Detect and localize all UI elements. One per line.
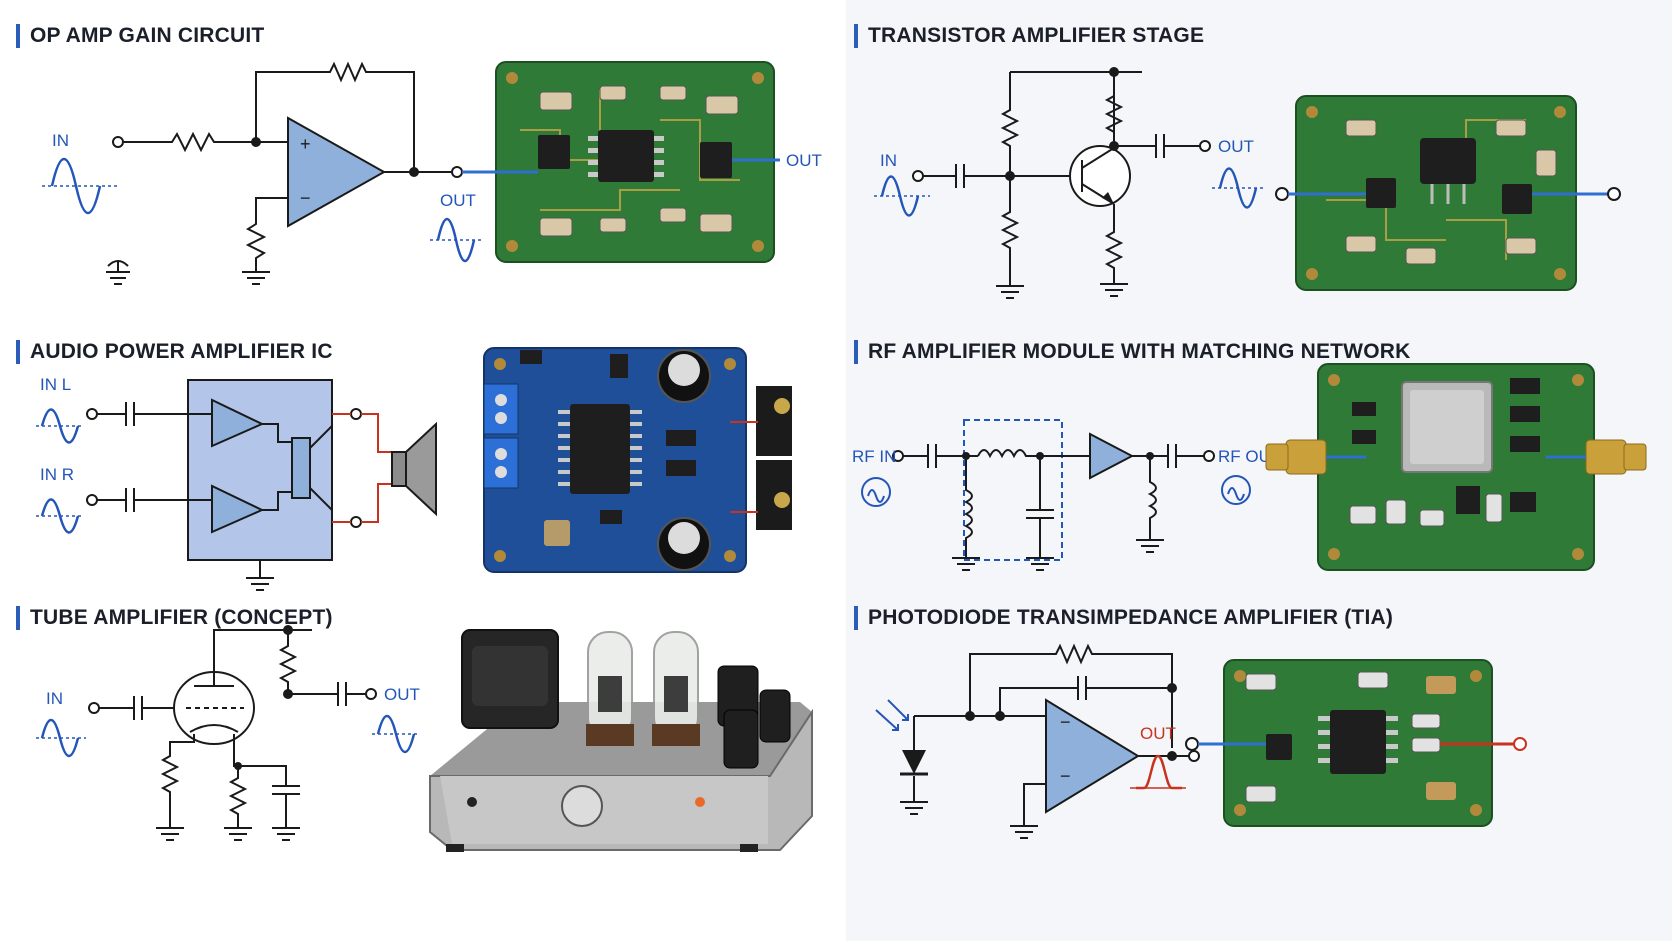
- matching-network-box: [963, 419, 1063, 561]
- panel-rf-amplifier: RF AMPLIFIER MODULE WITH MATCHING NETWOR…: [846, 314, 1672, 606]
- op-amp-pcb-board: [462, 61, 780, 263]
- transistor-pcb-board: [1275, 95, 1621, 291]
- vacuum-tube-icon: [586, 631, 634, 746]
- volume-knob-icon: [561, 785, 603, 827]
- sine-wave-icon: [1218, 167, 1258, 209]
- sine-wave-icon: [40, 498, 80, 534]
- panel-photodiode-tia: PHOTODIODE TRANSIMPEDANCE AMPLIFIER (TIA…: [846, 606, 1672, 941]
- op-amp-board-out-label: OUT: [786, 151, 822, 170]
- panel-op-amp-gain: OP AMP GAIN CIRCUIT + − IN OUT: [0, 0, 836, 314]
- photodiode-icon: [902, 750, 926, 774]
- svg-text:+: +: [300, 134, 311, 154]
- tube-amp-schematic: IN OUT: [36, 625, 813, 852]
- audio-in-l-label: IN L: [40, 375, 71, 394]
- sine-wave-icon: [880, 175, 920, 217]
- transistor-schematic: IN OUT: [874, 67, 1621, 299]
- svg-text:−: −: [300, 188, 311, 208]
- sine-wave-icon: [436, 217, 476, 263]
- rf-amp-schematic: RF IN RF OUT: [852, 363, 1647, 571]
- sine-wave-icon: [50, 157, 102, 215]
- audio-amp-schematic: IN L IN R: [36, 347, 792, 591]
- pulse-wave-icon: [1136, 754, 1182, 790]
- op-amp-in-label: IN: [52, 131, 69, 150]
- rf-out-label: RF OUT: [1218, 447, 1281, 466]
- panel-tube-amplifier: TUBE AMPLIFIER (CONCEPT) IN OUT: [0, 606, 836, 941]
- panel-title-audio-amp: AUDIO POWER AMPLIFIER IC: [16, 340, 333, 364]
- rf-signal-icon: [861, 477, 891, 507]
- rf-signal-icon: [1221, 475, 1251, 505]
- tia-schematic: − − OUT: [875, 643, 1527, 839]
- sine-wave-icon: [40, 718, 80, 758]
- op-amp-schematic: + − IN OUT OU: [42, 61, 822, 285]
- tube-amp-chassis: [429, 629, 813, 852]
- panel-title-transistor: TRANSISTOR AMPLIFIER STAGE: [854, 24, 1204, 48]
- panel-audio-power-amp: AUDIO POWER AMPLIFIER IC IN L IN R: [0, 314, 836, 606]
- svg-text:−: −: [1060, 712, 1071, 732]
- svg-text:−: −: [1060, 766, 1071, 786]
- panel-transistor-stage: TRANSISTOR AMPLIFIER STAGE IN OUT: [846, 0, 1672, 314]
- panel-title-tia: PHOTODIODE TRANSIMPEDANCE AMPLIFIER (TIA…: [854, 606, 1393, 630]
- panel-title-tube-amp: TUBE AMPLIFIER (CONCEPT): [16, 606, 333, 630]
- audio-in-r-label: IN R: [40, 465, 74, 484]
- audio-amp-pcb-board: [483, 347, 792, 573]
- light-arrows-icon: [875, 699, 909, 731]
- sine-wave-icon: [40, 408, 80, 444]
- panel-title-rf-amp: RF AMPLIFIER MODULE WITH MATCHING NETWOR…: [854, 340, 1410, 364]
- rf-in-label: RF IN: [852, 447, 896, 466]
- vacuum-tube-icon: [652, 631, 700, 746]
- transistor-out-label: OUT: [1218, 137, 1254, 156]
- transistor-in-label: IN: [880, 151, 897, 170]
- rf-amp-pcb-board: [1265, 363, 1647, 571]
- tube-out-label: OUT: [384, 685, 420, 704]
- sine-wave-icon: [376, 714, 416, 754]
- tube-in-label: IN: [46, 689, 63, 708]
- speaker-icon: [405, 421, 437, 517]
- tia-pcb-board: [1185, 659, 1527, 827]
- tia-out-label: OUT: [1140, 724, 1176, 743]
- op-amp-out-label: OUT: [440, 191, 476, 210]
- panel-title-op-amp: OP AMP GAIN CIRCUIT: [16, 24, 264, 48]
